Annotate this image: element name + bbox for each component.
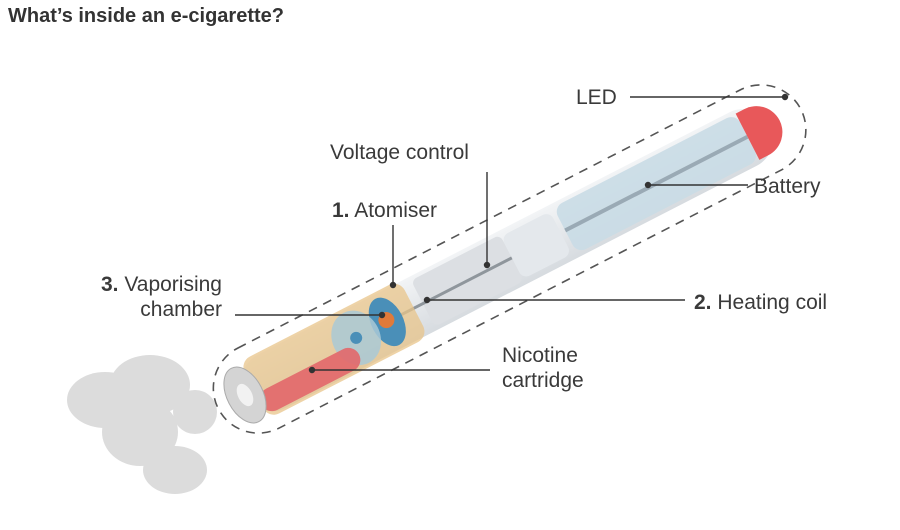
- label-vaporising-chamber: 3. Vaporising chamber: [70, 272, 222, 322]
- vaporising-line2: chamber: [140, 298, 222, 321]
- label-voltage-control: Voltage control: [330, 141, 469, 164]
- vapour-cloud: [67, 355, 217, 494]
- atomiser-number: 1.: [332, 199, 350, 222]
- label-led: LED: [576, 86, 617, 109]
- led-tip: [735, 106, 783, 160]
- atomiser-text: Atomiser: [349, 199, 438, 222]
- label-heating-coil: 2. Heating coil: [694, 290, 827, 315]
- vaporising-line1: Vaporising: [118, 273, 222, 296]
- label-nicotine-cartridge: Nicotine cartridge: [502, 343, 584, 393]
- label-battery: Battery: [754, 175, 821, 198]
- label-atomiser: 1. Atomiser: [332, 198, 437, 223]
- nicotine-line2: cartridge: [502, 369, 584, 392]
- heating-coil-text: Heating coil: [711, 291, 828, 314]
- heating-coil-number: 2.: [694, 291, 712, 314]
- nicotine-cartridge: [259, 347, 361, 412]
- vaporising-number: 3.: [100, 273, 119, 296]
- diagram-title: What’s inside an e-cigarette?: [8, 5, 284, 27]
- leader-lines: [235, 93, 789, 374]
- nicotine-line1: Nicotine: [502, 344, 578, 367]
